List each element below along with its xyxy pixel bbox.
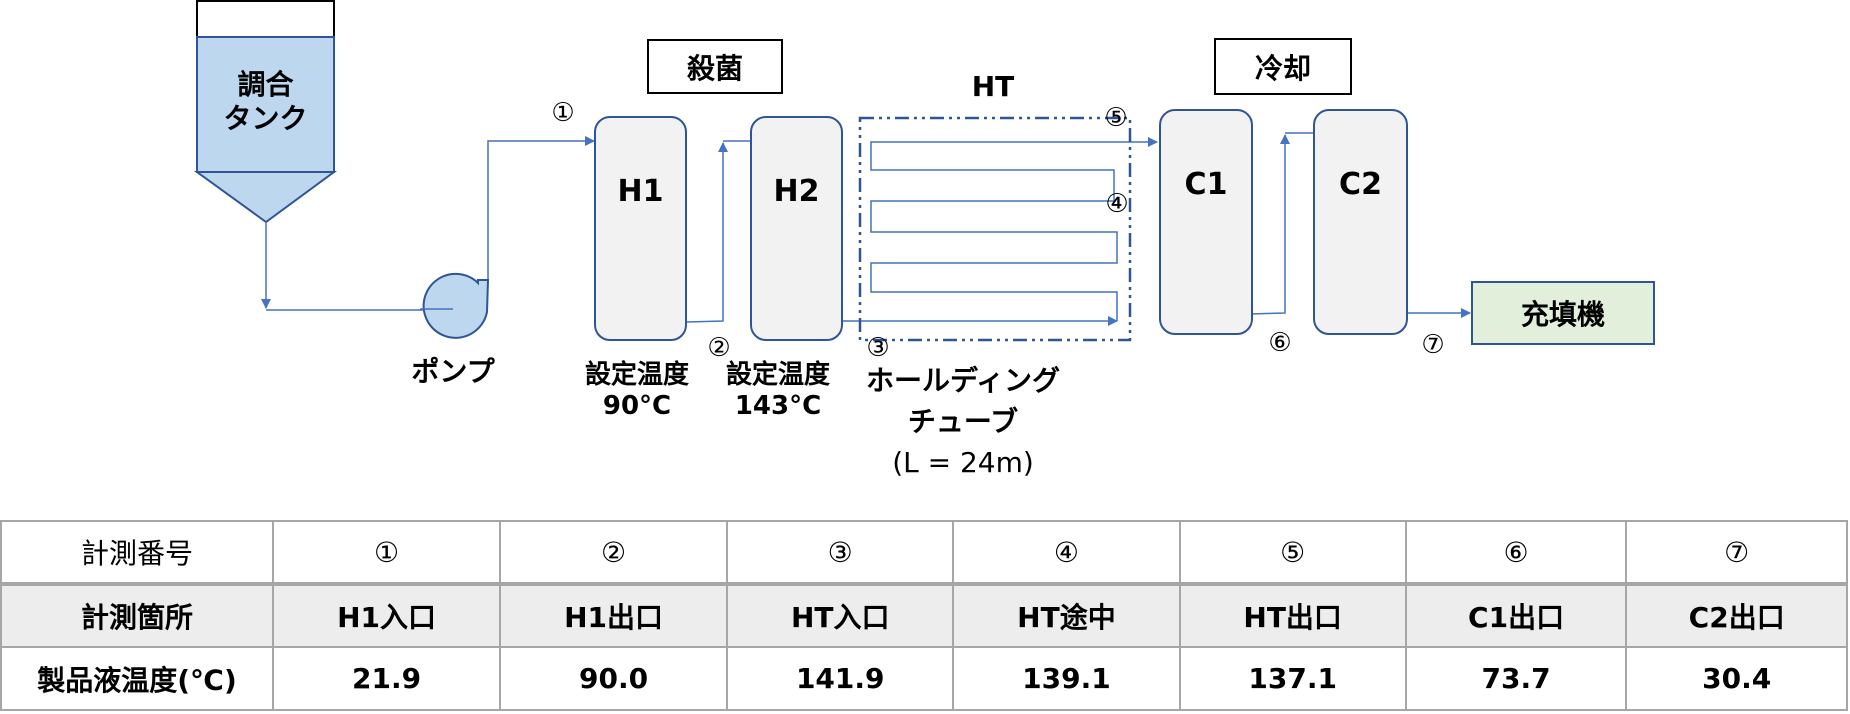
table-cell: 139.1 xyxy=(952,646,1181,711)
cooler-c1: C1 xyxy=(1159,109,1253,335)
table-cell: HT途中 xyxy=(952,582,1181,648)
table-cell: ① xyxy=(271,520,502,585)
tank-label: 調合 タンク xyxy=(223,68,308,135)
pump-icon xyxy=(420,272,490,339)
point-5: ⑤ xyxy=(1104,103,1128,133)
table-cell: HT出口 xyxy=(1178,582,1407,648)
point-7: ⑦ xyxy=(1421,330,1445,360)
h1-setting: 設定温度 90°C xyxy=(584,360,689,422)
table-cell: ③ xyxy=(726,520,955,585)
holding-title: HT xyxy=(971,70,1015,103)
table-cell: ⑥ xyxy=(1404,520,1628,585)
measurement-table: 計測番号 ① ② ③ ④ ⑤ ⑥ ⑦ 計測箇所 H1入口 H1出口 HT入口 H… xyxy=(0,520,1848,711)
holding-tube-boundary xyxy=(858,116,1132,342)
table-row-point-number: 計測番号 ① ② ③ ④ ⑤ ⑥ ⑦ xyxy=(0,520,1848,585)
point-4: ④ xyxy=(1105,189,1129,219)
tank-icon xyxy=(193,0,338,224)
point-2: ② xyxy=(707,333,731,363)
table-cell: 30.4 xyxy=(1625,646,1848,711)
table-cell: 73.7 xyxy=(1404,646,1628,711)
point-6: ⑥ xyxy=(1268,328,1292,358)
table-cell: 141.9 xyxy=(726,646,955,711)
table-row-location: 計測箇所 H1入口 H1出口 HT入口 HT途中 HT出口 C1出口 C2出口 xyxy=(0,582,1848,648)
cooler-c2: C2 xyxy=(1313,109,1408,335)
table-row-temperature: 製品液温度(℃) 21.9 90.0 141.9 139.1 137.1 73.… xyxy=(0,646,1848,711)
table-cell: ② xyxy=(499,520,729,585)
row-header: 計測箇所 xyxy=(0,582,274,648)
heater-h1: H1 xyxy=(594,116,687,341)
point-1: ① xyxy=(551,98,575,128)
table-cell: ⑦ xyxy=(1625,520,1848,585)
point-3: ③ xyxy=(866,333,890,363)
holding-tube-label: ホールディング チューブ (L = 24m) xyxy=(865,364,1061,479)
table-cell: H1出口 xyxy=(499,582,729,648)
table-cell: ⑤ xyxy=(1178,520,1407,585)
table-cell: 137.1 xyxy=(1178,646,1407,711)
table-cell: C2出口 xyxy=(1625,582,1848,648)
cooling-title: 冷却 xyxy=(1214,38,1352,95)
heater-h2: H2 xyxy=(750,116,843,341)
pipe-lines xyxy=(261,132,1471,326)
filler: 充填機 xyxy=(1471,281,1655,345)
table-cell: C1出口 xyxy=(1404,582,1628,648)
row-header: 製品液温度(℃) xyxy=(0,646,274,711)
pump-label: ポンプ xyxy=(411,355,495,388)
row-header: 計測番号 xyxy=(0,520,274,585)
h2-setting: 設定温度 143°C xyxy=(725,360,830,422)
table-cell: H1入口 xyxy=(271,582,502,648)
process-flow-diagram: 調合 タンク ポンプ 殺菌 冷却 HT H1 H2 C1 C2 充填機 設定温度… xyxy=(193,0,1655,479)
table-cell: 90.0 xyxy=(499,646,729,711)
sterilization-title: 殺菌 xyxy=(647,39,783,94)
table-cell: ④ xyxy=(952,520,1181,585)
table-cell: HT入口 xyxy=(726,582,955,648)
table-cell: 21.9 xyxy=(271,646,502,711)
diagram-canvas xyxy=(193,0,1471,342)
